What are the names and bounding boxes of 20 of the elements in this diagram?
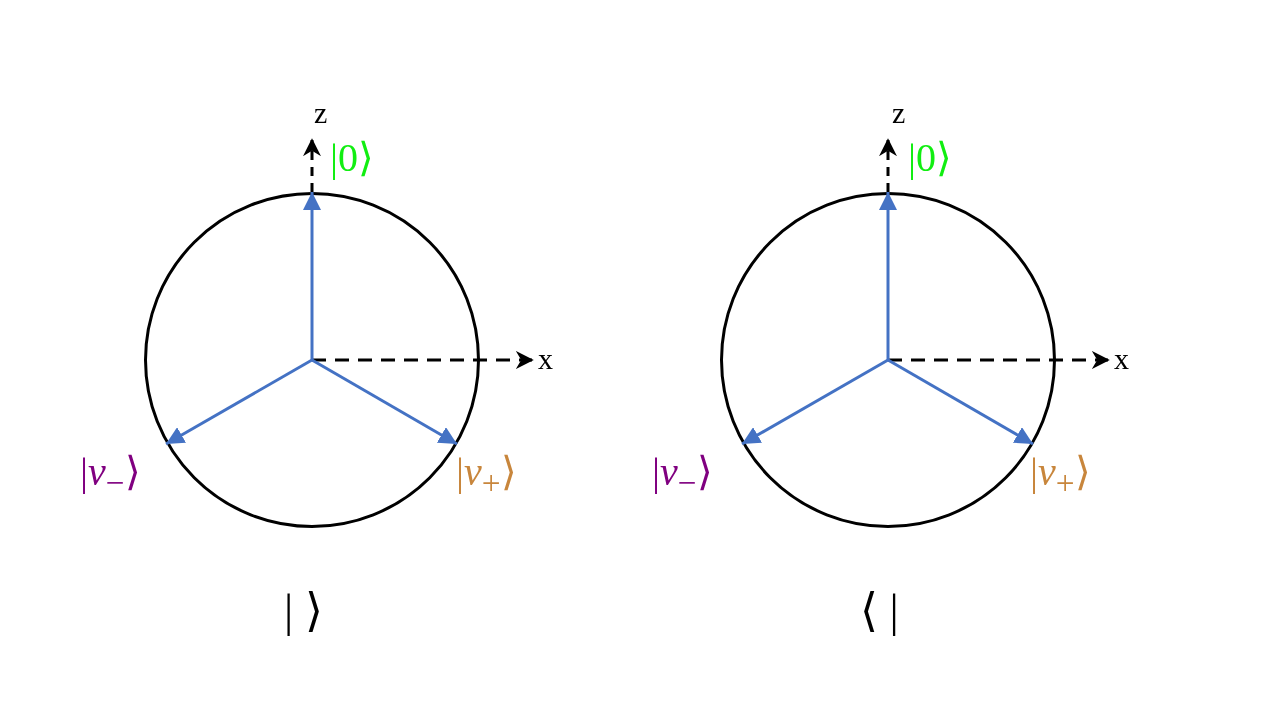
axis-label: z: [314, 98, 328, 128]
state-label: |0⟩: [330, 138, 374, 178]
state-label: |0⟩: [908, 138, 952, 178]
vector-arrow: [165, 358, 313, 446]
sphere-circle: [720, 192, 1056, 528]
ket-notation: | ⟩: [284, 588, 323, 634]
sphere-circle: [144, 192, 480, 528]
axis-label: z: [892, 98, 906, 128]
vector-arrow: [879, 192, 897, 360]
vector-arrow: [887, 358, 1034, 446]
state-label: |v$_{+}$⟩: [456, 452, 517, 500]
bra-notation: ⟨ |: [860, 588, 899, 634]
state-label: |v$_{+}$⟩: [1030, 452, 1091, 500]
axis-label: x: [1114, 344, 1129, 374]
vector-arrow: [303, 192, 321, 360]
state-label: |v$_{−}$⟩: [652, 452, 713, 500]
vector-arrow: [741, 358, 889, 446]
vector-arrow: [311, 358, 458, 446]
state-label: |v$_{−}$⟩: [80, 452, 141, 500]
axis-label: x: [538, 344, 553, 374]
